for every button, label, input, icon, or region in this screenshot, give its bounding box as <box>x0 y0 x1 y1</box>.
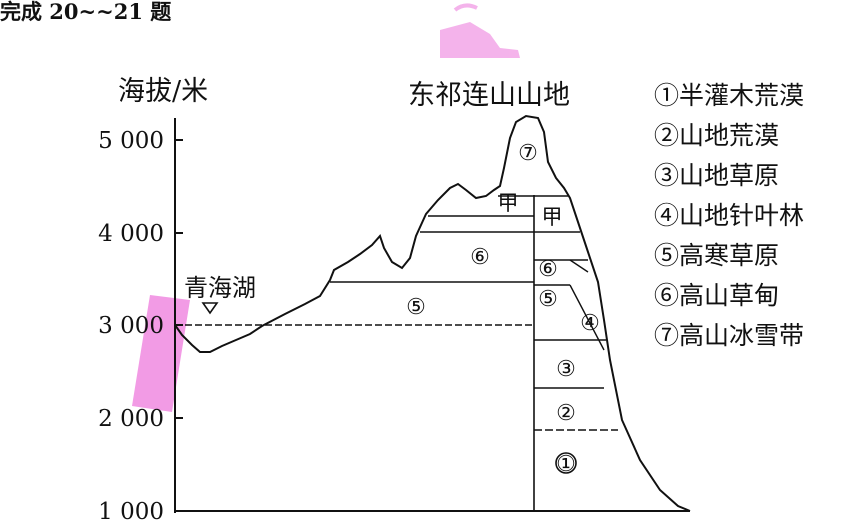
zone-5-mark-right: ⑤ <box>538 287 558 312</box>
y-tick-3000: 3 000 <box>98 313 164 339</box>
y-tick-4000: 4 000 <box>98 221 164 247</box>
question-header: 完成 20~~21 题 <box>0 0 172 24</box>
legend-item-5: ⑤高寒草原 <box>654 241 779 270</box>
right-zone-boundaries <box>534 195 618 431</box>
jia-label-right: 甲 <box>542 205 563 229</box>
legend-item-6: ⑥高山草甸 <box>654 281 779 310</box>
lake-label: 青海湖 <box>184 274 256 302</box>
zone-7-mark: ⑦ <box>518 141 538 166</box>
left-zone-boundaries <box>175 195 534 326</box>
terrain-profile <box>174 114 691 512</box>
legend: ①半灌木荒漠 ②山地荒漠 ③山地草原 ④山地针叶林 ⑤高寒草原 ⑥高山草甸 ⑦高… <box>654 81 804 350</box>
zone-6-mark-left: ⑥ <box>470 245 490 270</box>
zone-5-mark-left: ⑤ <box>406 295 426 320</box>
legend-item-1: ①半灌木荒漠 <box>654 81 804 110</box>
y-axis-label: 海拔/米 <box>118 76 208 107</box>
zone-4-mark: ④ <box>580 311 600 336</box>
zone-2-mark: ② <box>556 401 576 426</box>
legend-item-4: ④山地针叶林 <box>654 201 804 230</box>
y-tick-2000: 2 000 <box>98 406 164 432</box>
y-tick-1000: 1 000 <box>98 499 164 522</box>
legend-item-3: ③山地草原 <box>654 161 779 190</box>
jia-label-left: 甲 <box>498 191 519 215</box>
zone-6-mark-right: ⑥ <box>538 257 558 282</box>
zone-markers: ① ② ③ ④ ⑤ ⑤ ⑥ ⑥ ⑦ 甲 甲 <box>406 141 600 477</box>
zone-1-mark: ① <box>556 452 576 477</box>
y-tick-5000: 5 000 <box>98 128 164 154</box>
lake-level-marker <box>201 302 219 315</box>
zone-3-mark: ③ <box>556 357 576 382</box>
legend-item-2: ②山地荒漠 <box>654 121 779 150</box>
mountain-label: 东祁连山山地 <box>408 80 570 111</box>
legend-item-7: ⑦高山冰雪带 <box>654 321 804 350</box>
